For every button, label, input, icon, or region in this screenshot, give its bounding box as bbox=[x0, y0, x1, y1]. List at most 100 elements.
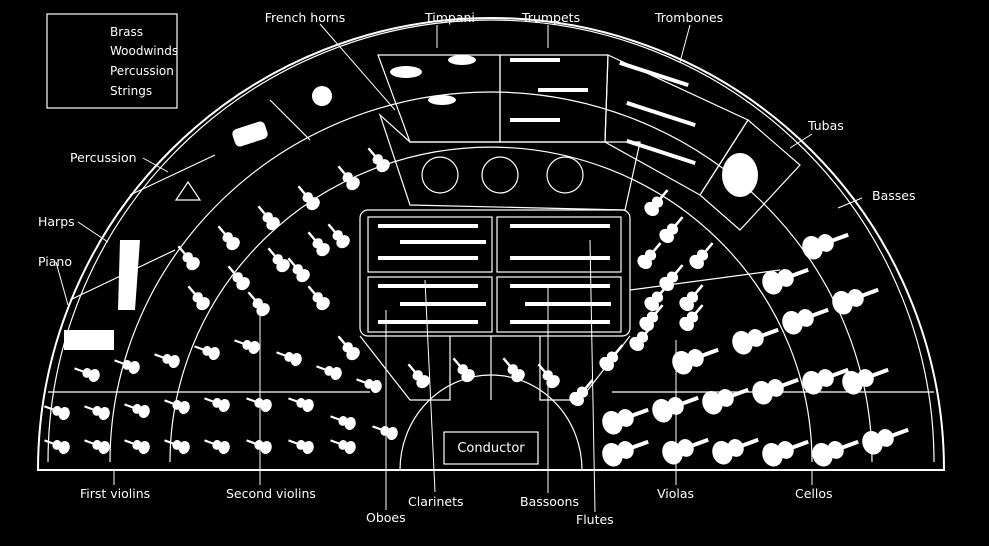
percussion-divider bbox=[129, 154, 216, 196]
violin-first-16 bbox=[372, 425, 398, 440]
french-horn-2 bbox=[481, 156, 519, 194]
viola-7 bbox=[599, 344, 624, 372]
trumpet-3 bbox=[510, 118, 560, 122]
viola-5 bbox=[679, 304, 704, 332]
trumpet-2 bbox=[538, 88, 588, 92]
conductor-label: Conductor bbox=[457, 441, 525, 456]
viola-8 bbox=[569, 379, 594, 407]
string-instruments bbox=[44, 147, 909, 467]
triangle bbox=[174, 180, 202, 201]
violin-second-4 bbox=[177, 245, 200, 271]
trumpets-box bbox=[499, 54, 609, 143]
cello-7 bbox=[662, 437, 709, 465]
cello-0 bbox=[602, 407, 649, 435]
label-tubas: Tubas bbox=[807, 118, 844, 133]
violin-first-21 bbox=[234, 339, 260, 354]
violin-first-7 bbox=[164, 439, 190, 454]
violin-second-12 bbox=[247, 291, 270, 317]
violin-second-9 bbox=[367, 147, 390, 173]
leader-french-horns bbox=[319, 23, 396, 111]
viola-2 bbox=[637, 242, 662, 270]
violin-second-15 bbox=[407, 363, 430, 389]
bassoons-box bbox=[496, 276, 622, 333]
cello-6 bbox=[602, 439, 649, 467]
label-timpani: Timpani bbox=[424, 10, 475, 25]
leader-piano bbox=[55, 261, 69, 306]
leader-basses bbox=[837, 197, 863, 209]
bassoon-1 bbox=[510, 284, 610, 288]
viola-4 bbox=[644, 284, 669, 312]
violin-first-12 bbox=[288, 397, 314, 412]
violin-first-18 bbox=[114, 359, 140, 374]
violin-second-10 bbox=[327, 223, 350, 249]
violin-second-7 bbox=[297, 185, 320, 211]
violin-first-14 bbox=[330, 415, 356, 430]
violin-second-6 bbox=[257, 205, 280, 231]
flutes-oboes-box bbox=[367, 216, 493, 273]
leader-trombones bbox=[679, 24, 691, 63]
cello-5 bbox=[842, 367, 889, 395]
violin-first-0 bbox=[44, 405, 70, 420]
cello-11 bbox=[862, 427, 909, 455]
violin-second-0 bbox=[187, 285, 210, 311]
violin-first-4 bbox=[124, 403, 150, 418]
snare-drum bbox=[232, 121, 268, 147]
violin-first-23 bbox=[316, 365, 342, 380]
cello-2 bbox=[702, 387, 749, 415]
viola-9 bbox=[689, 242, 714, 270]
label-clarinets: Clarinets bbox=[408, 494, 464, 509]
label-basses: Basses bbox=[872, 188, 915, 203]
violin-first-6 bbox=[164, 399, 190, 414]
label-cellos: Cellos bbox=[795, 486, 833, 501]
legend-box bbox=[46, 13, 178, 109]
label-trumpets: Trumpets bbox=[521, 10, 580, 25]
leader-flutes bbox=[589, 239, 596, 513]
percussion-divider-2 bbox=[269, 99, 311, 141]
cello-17 bbox=[802, 232, 849, 260]
cello-4 bbox=[802, 367, 849, 395]
violin-first-3 bbox=[84, 439, 110, 454]
label-flutes: Flutes bbox=[576, 512, 614, 527]
violin-first-22 bbox=[276, 351, 302, 366]
strings-ring-arc bbox=[169, 146, 813, 463]
label-violas: Violas bbox=[657, 486, 694, 501]
label-first-violins: First violins bbox=[80, 486, 150, 501]
violin-first-1 bbox=[44, 439, 70, 454]
harp bbox=[118, 240, 140, 310]
violin-second-13 bbox=[307, 285, 330, 311]
oboes-section bbox=[359, 335, 451, 401]
oboe-2 bbox=[400, 240, 486, 244]
legend-item-woodwinds: Woodwinds bbox=[110, 44, 178, 58]
violin-first-5 bbox=[124, 439, 150, 454]
trombone-3 bbox=[626, 138, 696, 166]
violin-second-2 bbox=[267, 247, 290, 273]
violin-first-8 bbox=[204, 397, 230, 412]
violin-second-8 bbox=[337, 165, 360, 191]
divider-violas bbox=[629, 269, 781, 291]
legend-item-strings: Strings bbox=[110, 84, 152, 98]
brass-ring-arc bbox=[109, 91, 873, 463]
french-horn-1 bbox=[421, 156, 459, 194]
violin-second-1 bbox=[227, 265, 250, 291]
label-bassoons: Bassoons bbox=[520, 494, 579, 509]
oboe-1 bbox=[378, 224, 478, 228]
clarinet-1 bbox=[378, 284, 478, 288]
viola-1 bbox=[659, 216, 684, 244]
legend-item-brass: Brass bbox=[110, 25, 143, 39]
violin-first-17 bbox=[74, 367, 100, 382]
label-percussion: Percussion bbox=[70, 150, 137, 165]
timpani-drum-1 bbox=[390, 66, 422, 78]
clarinets-box bbox=[367, 276, 493, 333]
violin-first-11 bbox=[246, 439, 272, 454]
trumpet-1 bbox=[510, 58, 560, 62]
cello-14 bbox=[782, 307, 829, 335]
label-harps: Harps bbox=[38, 214, 75, 229]
tubas-box bbox=[699, 119, 801, 231]
bassoon-box-top bbox=[496, 216, 622, 273]
violin-first-19 bbox=[154, 353, 180, 368]
cello-15 bbox=[832, 287, 879, 315]
violin-first-9 bbox=[204, 439, 230, 454]
bassoon-top-1 bbox=[510, 224, 610, 228]
cello-8 bbox=[712, 437, 759, 465]
